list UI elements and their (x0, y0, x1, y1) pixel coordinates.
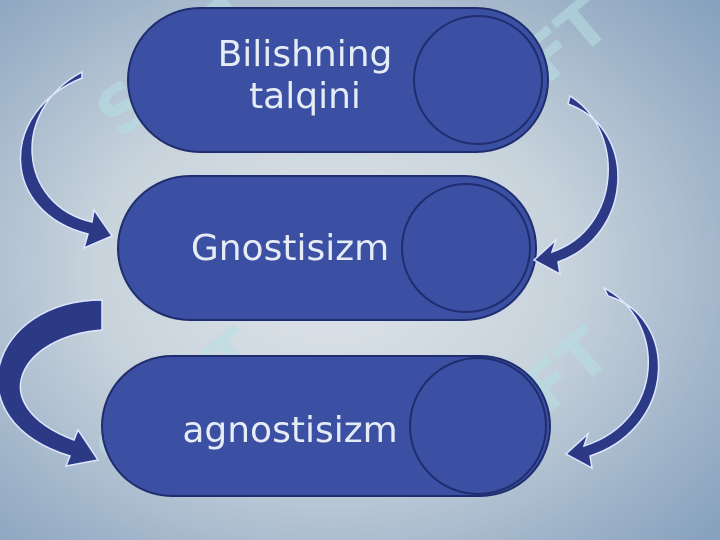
arrow-1-2-left (19, 70, 114, 250)
node-label: Bilishning talqini (217, 34, 393, 117)
node-1 (127, 7, 549, 153)
node-2 (117, 175, 537, 321)
arrow-2-3-left (0, 299, 103, 467)
node-label: Gnostisizm (190, 228, 390, 269)
node-3 (101, 355, 551, 497)
arrow-2-3-right (564, 286, 660, 470)
node-label: agnostisizm (182, 410, 398, 451)
arrow-1-2-right (532, 94, 619, 276)
